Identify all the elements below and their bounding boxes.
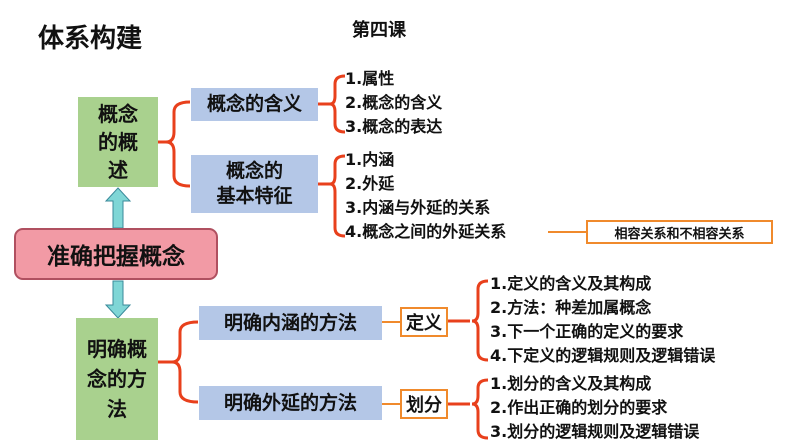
meaning-items: 1.属性 2.概念的含义 3.概念的表达 [345,67,442,139]
list-item: 1.定义的含义及其构成 [490,274,652,293]
division-items: 1.划分的含义及其构成 2.作出正确的划分的要求 3.划分的逻辑规则及逻辑错误 [490,372,699,444]
methods-node: 明确概 念的方 法 [76,318,158,440]
brace-features [318,154,346,238]
brace-overview [158,100,191,188]
brace-definition [448,279,489,362]
list-item: 3.下一个正确的定义的要求 [490,322,684,341]
methods-line: 明确概 [87,337,147,361]
list-item: 1.属性 [345,69,395,88]
features-line: 基本特征 [216,185,293,207]
list-item: 2.作出正确的划分的要求 [490,398,668,417]
note-box: 相容关系和不相容关系 [586,220,773,244]
methods-line: 法 [107,397,127,421]
overview-node: 概念 的概 述 [78,97,158,187]
arrow-down-icon [104,280,132,319]
list-item: 2.概念的含义 [345,93,443,112]
definition-tag: 定义 [400,307,448,337]
page-title: 体系构建 [38,24,143,54]
brace-methods [158,320,199,404]
intension-node: 明确内涵的方法 [199,306,382,340]
list-item: 1.内涵 [345,150,395,169]
division-tag: 划分 [400,389,448,419]
meaning-node: 概念的含义 [191,88,318,121]
list-item: 3.内涵与外延的关系 [345,198,491,217]
definition-items: 1.定义的含义及其构成 2.方法：种差加属概念 3.下一个正确的定义的要求 4.… [490,272,715,368]
methods-line: 念的方 [87,367,147,391]
list-item: 3.概念的表达 [345,117,443,136]
list-item: 3.划分的逻辑规则及逻辑错误 [490,422,700,441]
arrow-up-icon [104,187,132,229]
list-item: 2.外延 [345,174,395,193]
extension-node: 明确外延的方法 [199,386,382,420]
list-item: 4.概念之间的外延关系 [345,222,507,241]
overview-line: 概念 [98,102,138,126]
features-items: 1.内涵 2.外延 3.内涵与外延的关系 4.概念之间的外延关系 [345,148,506,244]
features-node: 概念的 基本特征 [191,155,318,213]
brace-meaning [318,74,346,134]
list-item: 2.方法：种差加属概念 [490,298,652,317]
list-item: 1.划分的含义及其构成 [490,374,652,393]
overview-line: 的概 [98,130,138,154]
lesson-label: 第四课 [352,20,406,41]
list-item: 4.下定义的逻辑规则及逻辑错误 [490,346,716,365]
overview-line: 述 [108,158,128,182]
features-line: 概念的 [225,160,283,182]
brace-division [448,378,489,440]
center-node: 准确把握概念 [14,228,218,280]
